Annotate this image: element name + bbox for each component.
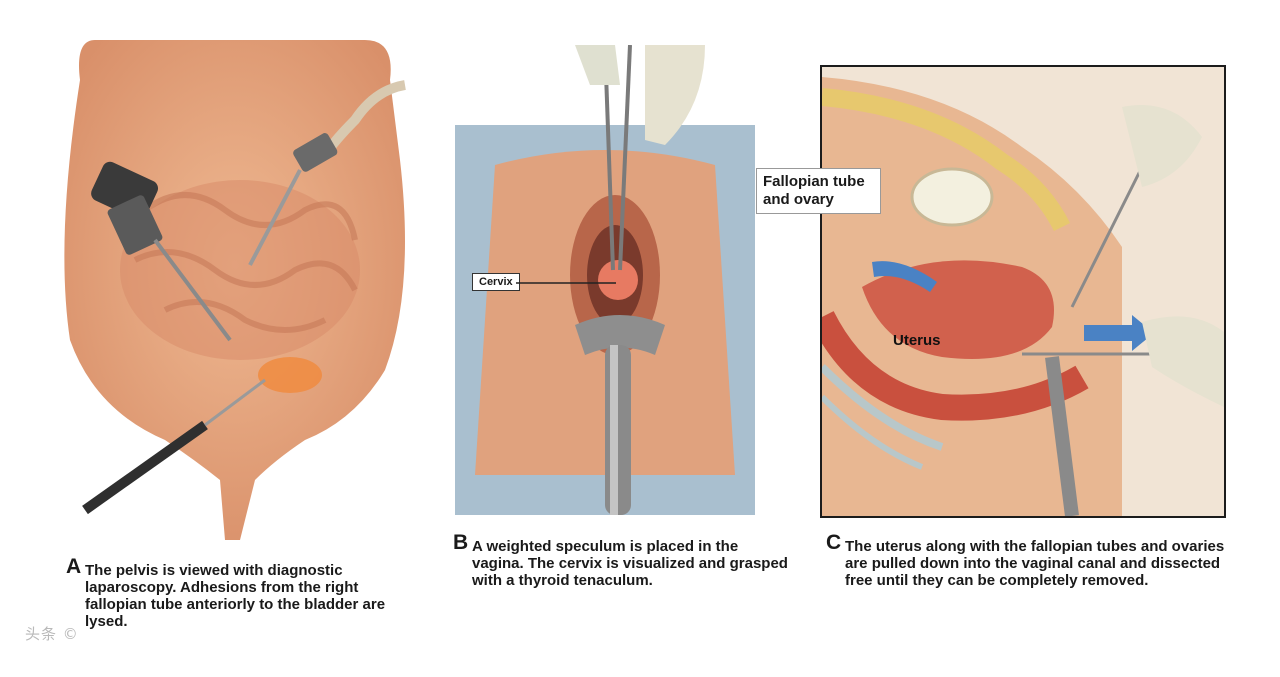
caption-c-letter: C — [826, 531, 842, 554]
panel-b-speculum-illustration — [455, 45, 755, 515]
caption-b-letter: B — [453, 531, 469, 554]
panel-c-uterus-removal-illustration — [820, 65, 1226, 518]
uterus-label: Uterus — [893, 332, 941, 349]
watermark-logo: 头条 © — [25, 625, 79, 643]
panel-a-laparoscopy-illustration — [55, 40, 415, 540]
caption-b: B A weighted speculum is placed in the v… — [453, 532, 792, 589]
caption-a-letter: A — [66, 555, 82, 578]
cervix-pointer-line — [516, 282, 616, 284]
fallopian-tube-label: Fallopian tube and ovary — [756, 168, 881, 214]
caption-a: A The pelvis is viewed with diagnostic l… — [66, 556, 415, 630]
caption-a-text: The pelvis is viewed with diagnostic lap… — [85, 562, 386, 630]
caption-c-text: The uterus along with the fallopian tube… — [845, 538, 1225, 589]
caption-c: C The uterus along with the fallopian tu… — [826, 532, 1235, 589]
cervix-label: Cervix — [472, 273, 520, 291]
caption-b-text: A weighted speculum is placed in the vag… — [472, 538, 788, 589]
